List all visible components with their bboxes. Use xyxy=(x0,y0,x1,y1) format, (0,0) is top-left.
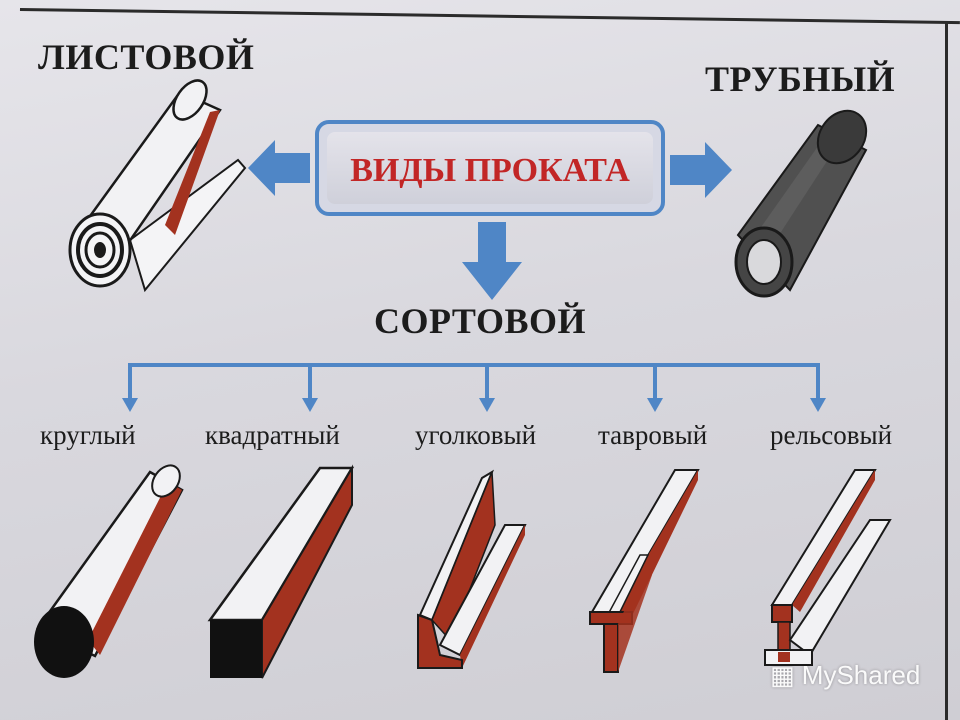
arrow-right xyxy=(670,142,732,198)
angle-bar-illustration xyxy=(417,469,527,669)
frame-right-border xyxy=(945,22,948,720)
pipe-illustration xyxy=(734,109,868,298)
round-bar-illustration xyxy=(34,464,184,678)
profile-label-angle: уголковый xyxy=(415,420,537,450)
center-title-inner xyxy=(327,132,653,204)
center-title-box: ВИДЫ ПРОКАТА xyxy=(315,120,665,216)
square-bar-illustration xyxy=(207,464,355,679)
profile-label-tee: тавровый xyxy=(598,420,708,450)
rail-illustration xyxy=(764,469,892,666)
profile-label-square: квадратный xyxy=(205,420,340,450)
label-pipe-type: ТРУБНЫЙ xyxy=(705,59,896,99)
sheet-roll-illustration xyxy=(68,79,247,293)
watermark-icon: ▦ xyxy=(770,660,802,690)
label-section-type: СОРТОВОЙ xyxy=(374,301,586,341)
watermark-text: MyShared xyxy=(801,660,921,690)
profile-label-rail: рельсовый xyxy=(770,420,893,450)
profile-label-round: круглый xyxy=(40,420,136,450)
t-bar-illustration xyxy=(589,469,700,673)
center-title: ВИДЫ ПРОКАТА xyxy=(350,152,630,189)
label-sheet-type: ЛИСТОВОЙ xyxy=(38,37,255,77)
arrow-down xyxy=(462,222,522,300)
branch-connector xyxy=(122,363,826,412)
watermark: ▦ MyShared xyxy=(770,660,920,691)
arrow-left xyxy=(248,140,310,196)
